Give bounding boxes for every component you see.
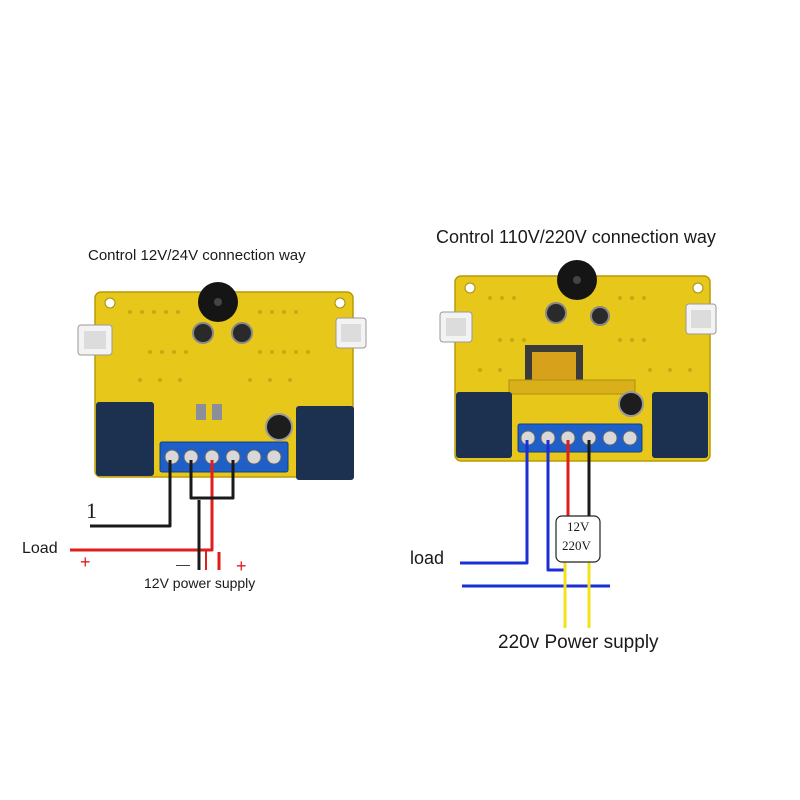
left-title: Control 12V/24V connection way bbox=[88, 247, 306, 264]
adapter-label-12v: 12V bbox=[567, 519, 590, 534]
right-label-load: load bbox=[410, 548, 445, 568]
left-minus-sign: — bbox=[176, 556, 190, 572]
left-plus-sign-right: + bbox=[236, 556, 247, 576]
adapter-label-220v: 220V bbox=[562, 538, 591, 553]
right-title: Control 110V/220V connection way bbox=[436, 227, 716, 247]
left-terminal-block bbox=[159, 441, 289, 473]
left-pcb-board bbox=[77, 282, 367, 480]
right-wires bbox=[460, 440, 610, 628]
right-supply-label: 220v Power supply bbox=[498, 632, 659, 653]
right-relay-1 bbox=[456, 392, 512, 458]
right-relay-2 bbox=[652, 392, 708, 458]
left-supply-label: 12V power supply bbox=[144, 575, 256, 591]
left-relay-2 bbox=[296, 406, 354, 480]
power-adapter-box bbox=[555, 515, 601, 563]
left-label-load: Load bbox=[22, 540, 58, 557]
left-wires bbox=[70, 460, 235, 570]
left-plus-sign-left: + bbox=[80, 552, 91, 572]
right-terminal-block bbox=[517, 423, 643, 453]
left-label-one: 1 bbox=[86, 498, 97, 523]
right-pcb-board bbox=[439, 260, 717, 462]
left-relay-1 bbox=[96, 402, 154, 476]
